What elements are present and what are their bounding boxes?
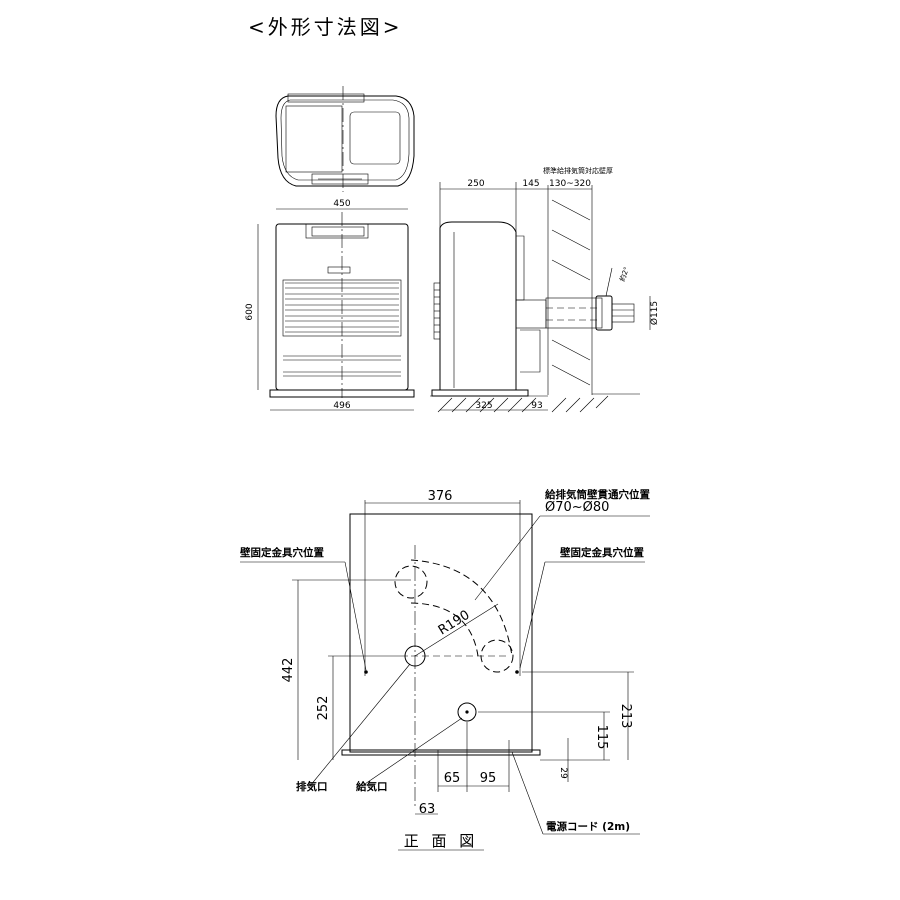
dim-442: 442: [281, 658, 296, 683]
dim-radius: R190: [436, 608, 473, 639]
exhaust-label: 排気口: [296, 780, 328, 793]
front-elevation: 450 600 496: [245, 199, 415, 411]
dim-115: 115: [594, 725, 609, 750]
top-plan-view: [275, 86, 415, 192]
dim-pipe-offset: 145: [522, 179, 539, 189]
dim-63: 63: [419, 802, 436, 817]
hole-position-label: 給排気筒壁貫通穴位置: [545, 488, 650, 501]
wall-thickness-label: 標準給排気筒対応壁厚: [543, 166, 613, 175]
hole-range: Ø70~Ø80: [545, 500, 609, 515]
intake-label: 給気口: [356, 780, 388, 793]
dim-front-width: 450: [333, 199, 350, 209]
dim-376: 376: [428, 489, 453, 504]
dim-213: 213: [618, 704, 633, 729]
side-elevation: 250 145 標準給排気筒対応壁厚 130~320 325 93 Ø115 約…: [430, 166, 660, 413]
dim-side-depth: 250: [467, 179, 484, 189]
control-panel-top: [311, 173, 369, 185]
dim-side-rear: 93: [531, 401, 542, 411]
power-cord-label: 電源コード (2m): [546, 820, 630, 833]
dim-pipe-diameter: Ø115: [649, 301, 660, 325]
view-name: 正 面 図: [404, 832, 479, 850]
dim-65: 65: [444, 771, 461, 786]
dim-252: 252: [316, 696, 331, 721]
dim-95: 95: [480, 771, 497, 786]
front-view: 376 R190 給排気筒壁貫通穴位置 Ø70~Ø80 壁固定金具穴位置 壁固定…: [240, 488, 650, 851]
wall-thickness-range: 130~320: [549, 179, 591, 189]
dim-side-base-depth: 325: [475, 401, 492, 411]
dim-base-width: 496: [333, 401, 350, 411]
wall-mount-left-label: 壁固定金具穴位置: [240, 546, 324, 559]
dim-height: 600: [245, 303, 255, 320]
angle-note: 約2°: [617, 266, 631, 283]
page-title: <外形寸法図>: [248, 15, 403, 39]
wall-mount-right-label: 壁固定金具穴位置: [560, 546, 644, 559]
dim-29: 29: [558, 767, 568, 779]
